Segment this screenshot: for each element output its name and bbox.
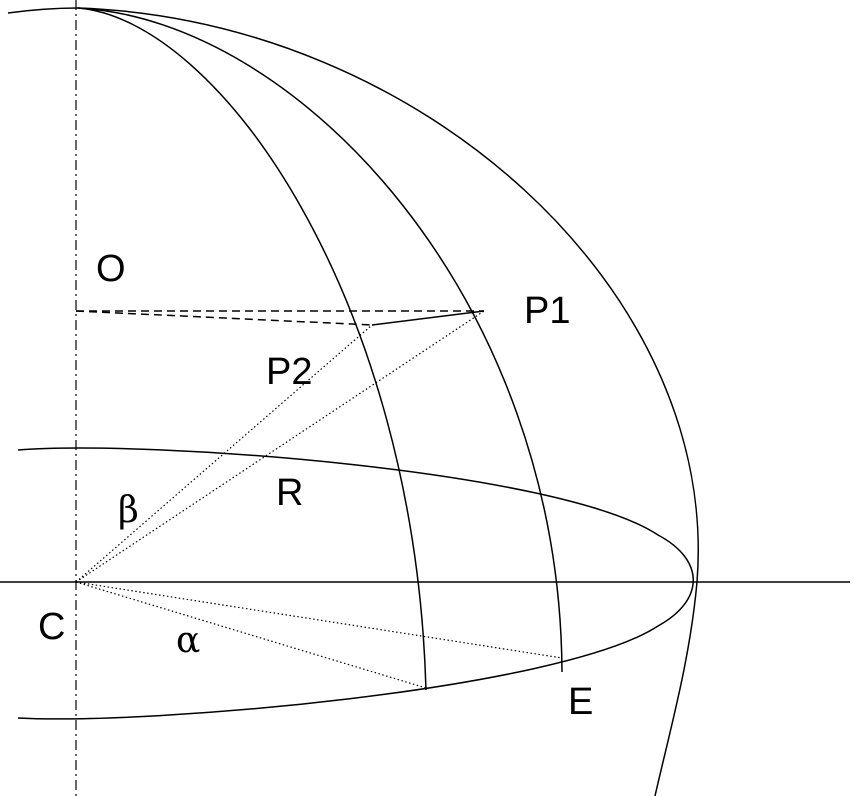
equator-ellipse — [17, 447, 694, 720]
label-c: C — [38, 606, 65, 648]
label-r: R — [276, 472, 303, 514]
radius-c-p1 — [75, 310, 485, 583]
label-alpha: α — [176, 620, 200, 661]
label-o: O — [96, 248, 126, 290]
label-p1: P1 — [524, 290, 570, 332]
radius-c-foot-p2 — [75, 581, 427, 689]
segment-p2-p1 — [371, 310, 485, 326]
label-e: E — [568, 681, 593, 723]
sphere-outline — [77, 7, 699, 796]
dashed-o-p2 — [75, 310, 373, 326]
meridian-p1 — [77, 7, 563, 673]
top-arc — [7, 7, 79, 14]
label-p2: P2 — [266, 351, 312, 393]
radius-c-e — [75, 581, 563, 659]
label-beta: β — [118, 490, 139, 531]
radius-c-p2 — [75, 324, 373, 583]
meridian-p2 — [77, 7, 427, 691]
